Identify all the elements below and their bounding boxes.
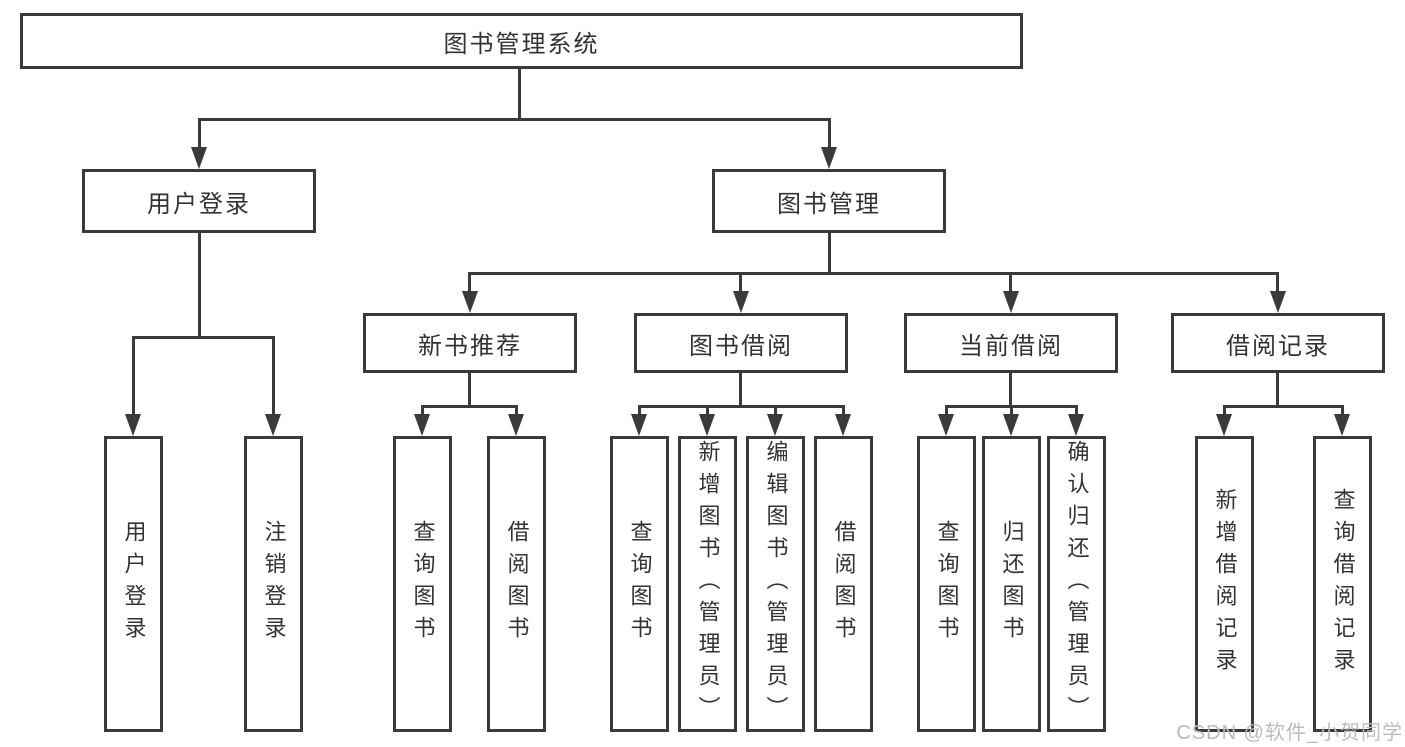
arrowhead-icon xyxy=(265,414,281,436)
arrowhead-icon xyxy=(631,414,647,436)
leaf-borrowing-borrow-books-label: 借阅图书 xyxy=(831,520,857,648)
node-root: 图书管理系统 xyxy=(20,13,1023,69)
arrowhead-icon xyxy=(835,414,851,436)
arrowhead-icon xyxy=(1334,414,1350,436)
edge-line xyxy=(638,405,845,408)
node-user-login-label: 用户登录 xyxy=(147,190,251,218)
arrowhead-icon xyxy=(821,147,837,169)
arrowhead-icon xyxy=(191,147,207,169)
leaf-user-login: 用户登录 xyxy=(104,436,163,732)
edge-line xyxy=(739,373,742,405)
leaf-current-query-books: 查询图书 xyxy=(917,436,976,732)
arrowhead-icon xyxy=(733,291,749,313)
edge-line xyxy=(198,233,201,336)
leaf-borrowing-edit-books-admin-label: 编辑图书（管理员） xyxy=(763,440,789,728)
leaf-current-return-books: 归还图书 xyxy=(982,436,1041,732)
node-new-book-recommend: 新书推荐 xyxy=(363,313,577,373)
edge-line xyxy=(468,272,1279,275)
edge-line xyxy=(132,336,135,414)
leaf-logout-label: 注销登录 xyxy=(261,520,287,648)
arrowhead-icon xyxy=(462,291,478,313)
leaf-current-return-books-label: 归还图书 xyxy=(999,520,1025,648)
node-user-login: 用户登录 xyxy=(82,169,316,233)
arrowhead-icon xyxy=(1270,291,1286,313)
leaf-current-query-books-label: 查询图书 xyxy=(934,520,960,648)
node-current-borrowing-label: 当前借阅 xyxy=(959,332,1063,360)
arrowhead-icon xyxy=(414,414,430,436)
edge-line xyxy=(468,272,471,291)
edge-line xyxy=(842,405,845,414)
node-book-management: 图书管理 xyxy=(712,169,946,233)
arrowhead-icon xyxy=(125,414,141,436)
arrowhead-icon xyxy=(1068,414,1084,436)
node-book-borrowing: 图书借阅 xyxy=(634,313,848,373)
leaf-borrowing-query-books-label: 查询图书 xyxy=(627,520,653,648)
csdn-watermark: CSDN @软件_小贺同学 xyxy=(1176,722,1403,744)
leaf-borrowing-add-books-admin: 新增图书（管理员） xyxy=(678,436,737,732)
edge-line xyxy=(828,118,831,147)
leaf-user-login-label: 用户登录 xyxy=(121,520,147,648)
arrowhead-icon xyxy=(767,414,783,436)
edge-line xyxy=(132,336,275,339)
leaf-borrowing-borrow-books: 借阅图书 xyxy=(814,436,873,732)
leaf-records-add-record-label: 新增借阅记录 xyxy=(1212,488,1238,680)
node-new-book-recommend-label: 新书推荐 xyxy=(418,332,522,360)
leaf-records-query-record-label: 查询借阅记录 xyxy=(1330,488,1356,680)
edge-line xyxy=(1341,405,1344,414)
leaf-current-confirm-return-admin: 确认归还（管理员） xyxy=(1047,436,1106,732)
edge-line xyxy=(739,272,742,291)
leaf-newbooks-borrow-books: 借阅图书 xyxy=(487,436,546,732)
edge-line xyxy=(1276,272,1279,291)
arrowhead-icon xyxy=(1003,291,1019,313)
edge-line xyxy=(638,405,641,414)
edge-line xyxy=(468,373,471,405)
leaf-current-confirm-return-admin-label: 确认归还（管理员） xyxy=(1064,440,1090,728)
edge-line xyxy=(1010,405,1013,414)
leaf-borrowing-add-books-admin-label: 新增图书（管理员） xyxy=(695,440,721,728)
edge-line xyxy=(706,405,709,414)
edge-line xyxy=(272,336,275,414)
edge-line xyxy=(1223,405,1226,414)
leaf-newbooks-query-books: 查询图书 xyxy=(393,436,452,732)
edge-line xyxy=(515,405,518,414)
edge-line xyxy=(198,118,201,147)
node-borrowing-records: 借阅记录 xyxy=(1171,313,1385,373)
edge-line xyxy=(1223,405,1344,408)
arrowhead-icon xyxy=(1003,414,1019,436)
arrowhead-icon xyxy=(699,414,715,436)
edge-line xyxy=(1009,272,1012,291)
edge-line xyxy=(421,405,424,414)
leaf-records-add-record: 新增借阅记录 xyxy=(1195,436,1254,732)
arrowhead-icon xyxy=(508,414,524,436)
node-borrowing-records-label: 借阅记录 xyxy=(1226,332,1330,360)
edge-line xyxy=(945,405,948,414)
edge-line xyxy=(1075,405,1078,414)
edge-line xyxy=(518,69,521,118)
node-book-management-label: 图书管理 xyxy=(777,190,881,218)
arrowhead-icon xyxy=(1216,414,1232,436)
leaf-newbooks-query-books-label: 查询图书 xyxy=(410,520,436,648)
edge-line xyxy=(828,233,831,272)
leaf-borrowing-edit-books-admin: 编辑图书（管理员） xyxy=(746,436,805,732)
edge-line xyxy=(774,405,777,414)
edge-line xyxy=(198,118,831,121)
edge-line xyxy=(1276,373,1279,405)
node-current-borrowing: 当前借阅 xyxy=(904,313,1118,373)
edge-line xyxy=(1009,373,1012,405)
node-root-label: 图书管理系统 xyxy=(443,30,600,58)
leaf-borrowing-query-books: 查询图书 xyxy=(610,436,669,732)
arrowhead-icon xyxy=(938,414,954,436)
node-book-borrowing-label: 图书借阅 xyxy=(689,332,793,360)
edge-line xyxy=(421,405,518,408)
leaf-logout: 注销登录 xyxy=(244,436,303,732)
leaf-newbooks-borrow-books-label: 借阅图书 xyxy=(504,520,530,648)
leaf-records-query-record: 查询借阅记录 xyxy=(1313,436,1372,732)
